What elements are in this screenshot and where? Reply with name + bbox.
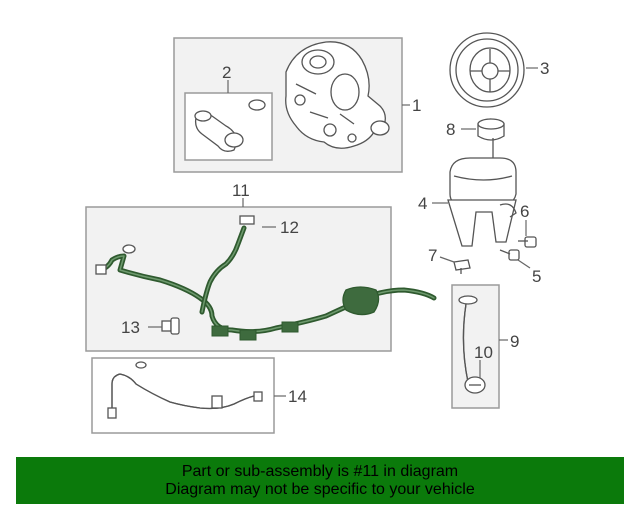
return-hose-part-9 (458, 295, 478, 383)
bolt-part-6 (518, 236, 537, 248)
parts-diagram: 2 1 3 8 4 (85, 32, 549, 434)
hose-part-14 (107, 361, 263, 419)
o-ring (122, 244, 136, 254)
bolt-part-5 (499, 249, 520, 261)
reservoir-part-4 (447, 157, 517, 247)
callout-4: 4 (418, 194, 427, 213)
bolt-part-13 (161, 317, 180, 335)
callout-1: 1 (412, 96, 421, 115)
clamp-part-10 (464, 376, 486, 394)
callout-5: 5 (532, 267, 541, 286)
banner-line-2: Diagram may not be specific to your vehi… (165, 480, 475, 498)
callout-14: 14 (288, 387, 307, 406)
banner-line-1: Part or sub-assembly is #11 in diagram (181, 462, 459, 480)
pulley-part-3 (449, 32, 525, 108)
pressure-hose-frame (85, 206, 392, 352)
callout-10: 10 (474, 343, 493, 362)
hose-14-frame (91, 357, 275, 434)
callout-3: 3 (540, 59, 549, 78)
callout-11: 11 (232, 181, 250, 200)
callout-7: 7 (428, 246, 437, 265)
callout-13: 13 (121, 318, 140, 337)
clip-part-7 (453, 259, 471, 274)
fitting-part-2 (194, 99, 266, 152)
callout-8: 8 (446, 120, 455, 139)
pressure-hose-part-11 (95, 215, 437, 341)
info-banner: Part or sub-assembly is #11 in diagram D… (16, 457, 624, 504)
power-steering-pump (285, 41, 390, 149)
callout-2: 2 (222, 63, 231, 82)
callout-12: 12 (280, 218, 299, 237)
reservoir-cap-part-8 (477, 118, 505, 158)
callout-9: 9 (510, 332, 519, 351)
callout-6: 6 (520, 202, 529, 221)
